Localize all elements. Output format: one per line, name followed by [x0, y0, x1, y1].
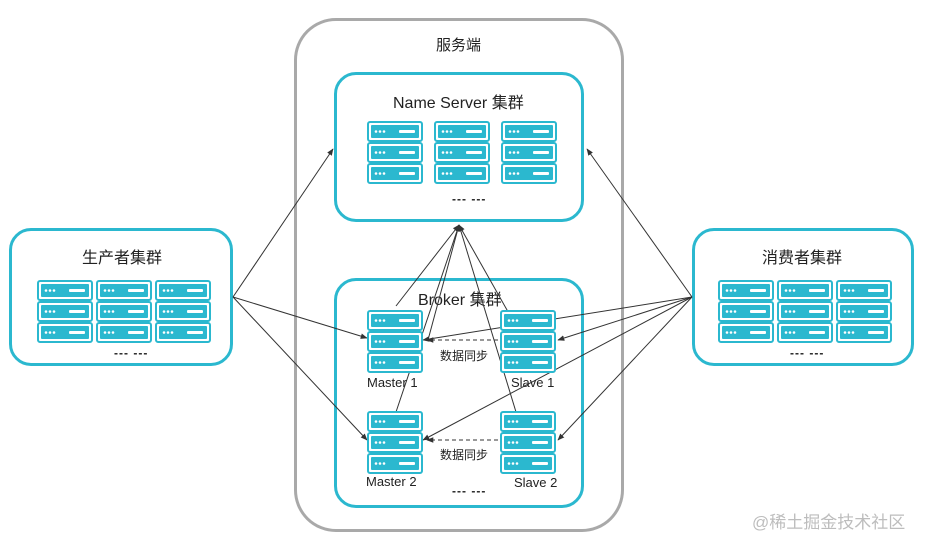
server-rack-svg	[718, 280, 774, 343]
server-rack-icon	[96, 280, 152, 348]
server-rack-svg	[501, 121, 557, 184]
edge-broker-title-nameserver	[395, 224, 460, 307]
sync-label-2: 数据同步	[440, 448, 489, 462]
server-rack-svg	[37, 280, 93, 343]
broker-more: --- ---	[452, 484, 487, 498]
consumer-title: 消费者集群	[762, 250, 843, 267]
server-rack-icon	[500, 411, 556, 479]
server-rack-svg	[836, 280, 892, 343]
server-rack-svg	[96, 280, 152, 343]
edge-producer-master1	[232, 296, 368, 339]
server-rack-icon	[155, 280, 211, 348]
sync-label-1: 数据同步	[440, 349, 489, 363]
server-rack-svg	[777, 280, 833, 343]
server-rack-icon	[434, 121, 490, 189]
slave1-label: Slave 1	[511, 375, 555, 390]
server-rack-svg	[367, 121, 423, 184]
edge-producer-master2	[232, 296, 368, 441]
server-rack-svg	[434, 121, 490, 184]
edge-consumer-nameserver	[586, 148, 693, 298]
server-rack-icon	[777, 280, 833, 348]
server-rack-icon	[501, 121, 557, 189]
edge-consumer-master1	[422, 296, 693, 342]
master2-label: Master 2	[366, 474, 417, 489]
server-rack-svg	[367, 310, 423, 373]
edge-producer-nameserver	[232, 148, 334, 298]
edge-consumer-slave1	[557, 296, 693, 341]
server-rack-svg	[500, 411, 556, 474]
server-rack-svg	[500, 310, 556, 373]
edge-master2-nameserver	[395, 224, 460, 413]
name-server-more: --- ---	[452, 192, 487, 206]
slave2-label: Slave 2	[514, 475, 558, 490]
watermark: @稀土掘金技术社区	[752, 513, 906, 532]
server-rack-icon	[836, 280, 892, 348]
edge-slave2-nameserver	[458, 224, 517, 413]
edge-consumer-slave2	[557, 296, 693, 441]
server-rack-svg	[367, 411, 423, 474]
server-rack-icon	[367, 310, 423, 378]
server-rack-icon	[500, 310, 556, 378]
edge-master1-nameserver	[427, 224, 461, 341]
producer-title: 生产者集群	[82, 250, 163, 267]
server-side-title: 服务端	[436, 37, 482, 54]
server-rack-svg	[155, 280, 211, 343]
master1-label: Master 1	[367, 375, 418, 390]
name-server-title: Name Server 集群	[393, 95, 524, 112]
server-rack-icon	[367, 121, 423, 189]
edge-consumer-master2	[422, 296, 693, 441]
server-rack-icon	[718, 280, 774, 348]
consumer-more: --- ---	[790, 346, 825, 360]
producer-more: --- ---	[114, 346, 149, 360]
server-rack-icon	[37, 280, 93, 348]
server-rack-icon	[367, 411, 423, 479]
